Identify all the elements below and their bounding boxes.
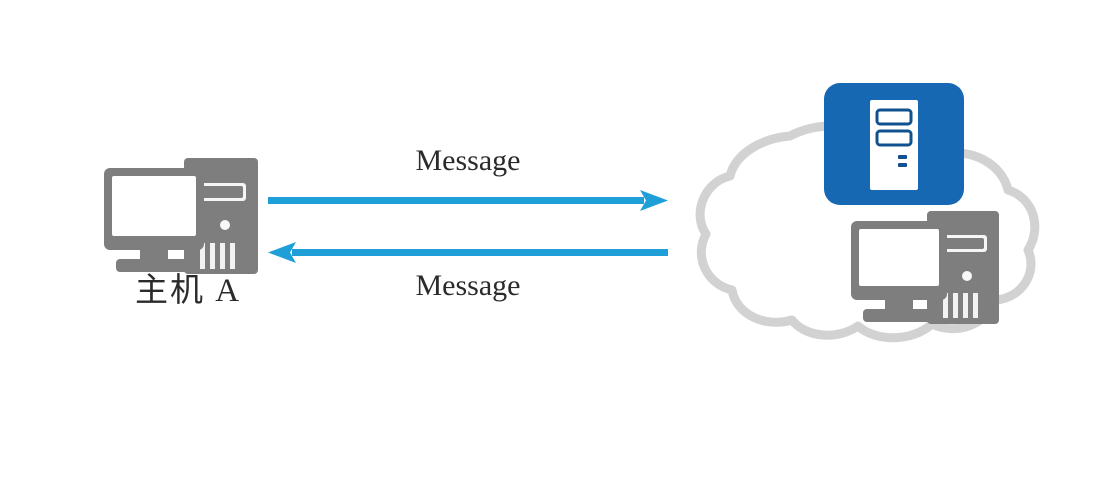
- message-arrow-outbound: [268, 188, 668, 214]
- host-a-label: 主机 A: [134, 273, 242, 309]
- message-label-outbound: Message: [415, 144, 521, 177]
- cloud-server-badge-icon: [824, 83, 964, 205]
- cloud-host-computer-icon: [851, 208, 1003, 330]
- message-arrow-inbound: [268, 240, 668, 266]
- host-a-computer-icon: [104, 155, 264, 280]
- message-label-inbound: Message: [415, 269, 521, 302]
